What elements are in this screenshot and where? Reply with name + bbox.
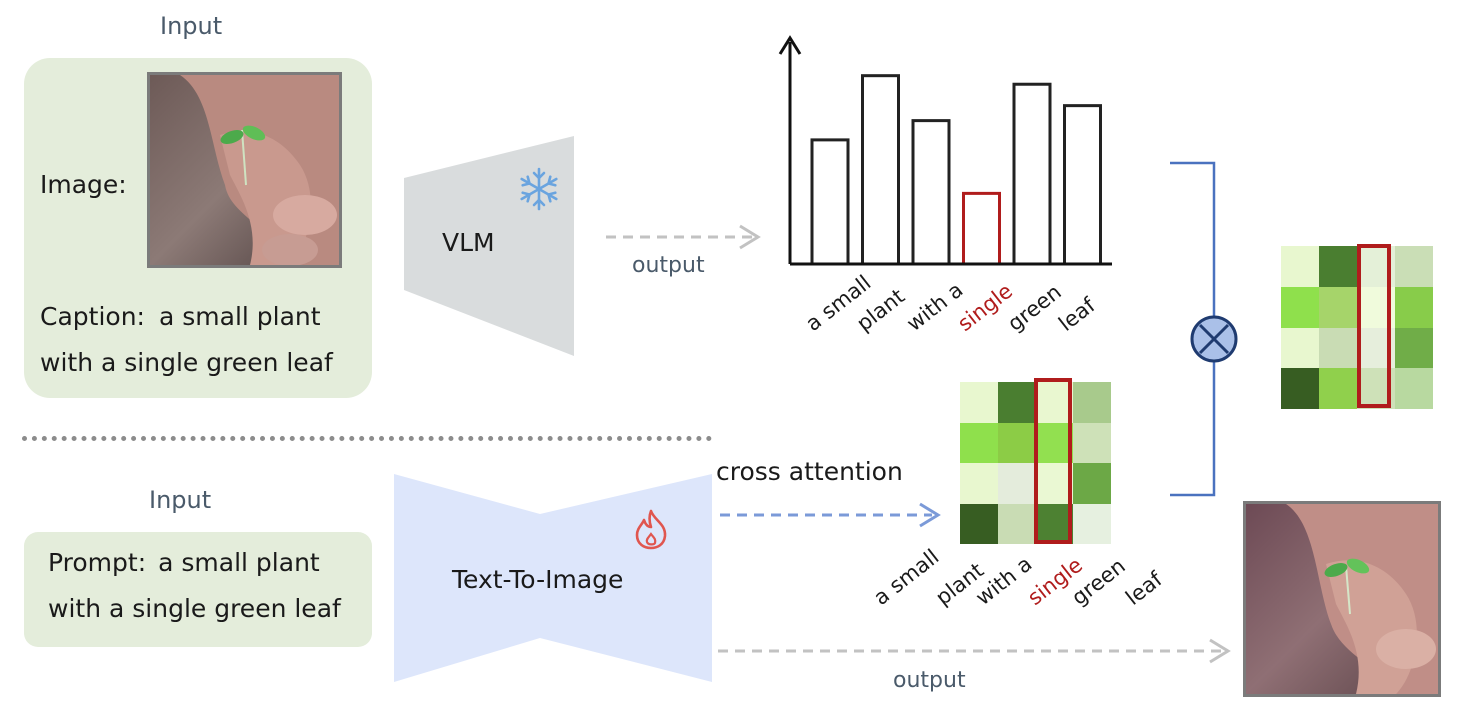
image-label: Image:: [40, 170, 127, 199]
input-photo-illustration: [150, 75, 339, 265]
caption-colon: :: [136, 302, 145, 331]
cross-attention-map: [960, 382, 1111, 544]
input-photo: [147, 72, 342, 268]
heatmap-cell: [1281, 286, 1319, 328]
heatmap-cell: [997, 382, 1036, 423]
heatmap-cell: [960, 463, 998, 504]
heatmap-cell: [1035, 382, 1074, 423]
caption-text-line2: with a single green leaf: [40, 348, 333, 377]
heatmap-cell: [1319, 246, 1357, 287]
map-word-label: a small: [869, 544, 944, 610]
bar-plant: [861, 74, 900, 266]
heatmap-cell: [960, 503, 998, 544]
heatmap-cell: [1319, 286, 1357, 328]
generated-photo-illustration: [1246, 504, 1438, 694]
vlm-output-arrow: [606, 224, 761, 250]
bar-with-a: [911, 119, 951, 266]
snowflake-icon: [516, 166, 562, 216]
heatmap-cell: [960, 382, 998, 423]
multiply-circle-icon: [1188, 313, 1240, 369]
heatmap-cell: [1281, 246, 1319, 287]
heatmap-cell: [1073, 422, 1111, 463]
prompt-colon: :: [137, 548, 147, 577]
attention-bar-chart: [778, 35, 1112, 266]
heatmap-cell: [997, 503, 1036, 544]
bar-a-small: [810, 138, 850, 266]
section-divider: [22, 436, 712, 441]
bottom-input-panel: [24, 532, 372, 647]
heatmap-cell: [1073, 463, 1111, 504]
prompt-text-line1: a small plant: [158, 548, 320, 577]
bar-single: [962, 191, 1001, 266]
t2i-output-arrow: [718, 638, 1231, 664]
caption-label: Caption: [40, 302, 137, 331]
heatmap-cell: [1073, 382, 1111, 423]
heatmap-cell: [1395, 286, 1433, 328]
heatmap-cell: [1395, 246, 1433, 287]
t2i-model-shape: [394, 474, 712, 682]
heatmap-cell: [997, 463, 1036, 504]
bar-green: [1012, 82, 1052, 266]
prompt-text-line2: with a single green leaf: [48, 594, 341, 623]
heatmap-cell: [1281, 327, 1319, 369]
generated-photo: [1243, 501, 1441, 697]
cross-attention-label: cross attention: [716, 457, 903, 486]
heatmap-cell: [1319, 368, 1357, 409]
heatmap-cell: [1281, 368, 1319, 409]
heatmap-cell: [1035, 463, 1074, 504]
caption-row-1: Caption: a small plant: [40, 302, 321, 331]
t2i-label: Text-To-Image: [452, 565, 624, 594]
heatmap-cell: [960, 422, 998, 463]
bottom-input-label: Input: [149, 486, 212, 514]
image-label-colon: :: [118, 170, 127, 199]
image-label-text: Image: [40, 170, 119, 199]
flame-icon: [632, 508, 670, 554]
cross-attention-arrow: [720, 502, 941, 528]
chart-y-axis-arrow: [778, 35, 802, 55]
top-input-label: Input: [160, 12, 223, 40]
result-highlight-box: [1357, 244, 1391, 408]
caption-text-line1: a small plant: [158, 302, 321, 331]
heatmap-cell: [1319, 327, 1357, 369]
prompt-label: Prompt: [48, 548, 138, 577]
prompt-row-1: Prompt: a small plant: [48, 548, 320, 577]
heatmap-cell: [1395, 368, 1433, 409]
vlm-output-label: output: [632, 253, 705, 278]
vlm-model-shape: [404, 136, 574, 356]
heatmap-cell: [1395, 327, 1433, 369]
bar-leaf: [1063, 104, 1102, 266]
heatmap-cell: [997, 422, 1036, 463]
cross-attention-highlight-box: [1034, 378, 1072, 544]
t2i-output-label: output: [893, 668, 966, 693]
heatmap-cell: [1035, 503, 1074, 544]
heatmap-cell: [1073, 503, 1111, 544]
vlm-label: VLM: [442, 228, 495, 257]
heatmap-cell: [1035, 422, 1074, 463]
